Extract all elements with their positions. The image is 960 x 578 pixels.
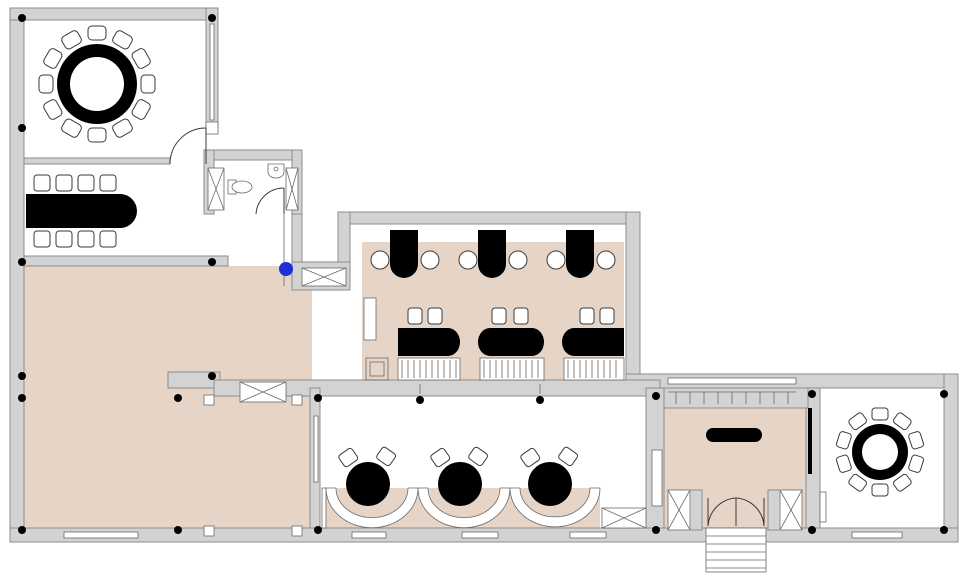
- bench: [479, 357, 545, 381]
- round-table-hall: [321, 446, 601, 529]
- dining-table: [398, 307, 460, 356]
- cabinet: [365, 357, 389, 381]
- lazy-susan: [70, 57, 124, 111]
- window-icon: [461, 531, 499, 539]
- round-dining-room-large: [38, 25, 156, 143]
- column-icon: [808, 526, 816, 534]
- window-icon: [63, 531, 139, 539]
- meeting-room: [26, 174, 137, 248]
- wall-booth-top: [337, 211, 641, 225]
- column-icon: [314, 526, 322, 534]
- column-icon: [940, 390, 948, 398]
- entrance-steps: [705, 527, 767, 573]
- lazy-susan: [862, 434, 898, 470]
- column-icon: [652, 526, 660, 534]
- wall-room1-bottom: [23, 157, 171, 165]
- bench: [563, 357, 625, 381]
- wall-meeting-bottom: [23, 255, 229, 267]
- booth-table: [458, 230, 528, 278]
- column-icon: [808, 390, 816, 398]
- round-table: [520, 446, 578, 506]
- window-icon: [569, 531, 607, 539]
- windows: [63, 23, 903, 539]
- column-cap: [203, 525, 215, 537]
- counter: [363, 297, 377, 341]
- column-cap: [203, 394, 215, 406]
- column-icon: [174, 394, 182, 402]
- window-icon: [209, 23, 215, 121]
- window-icon: [851, 531, 903, 539]
- door-panel: [819, 491, 827, 523]
- column-icon: [416, 396, 424, 404]
- column-icon: [208, 258, 216, 266]
- chairs: [835, 407, 925, 497]
- marker-dot-icon: [279, 262, 293, 276]
- booth-dining-area: [362, 228, 625, 394]
- dining-table: [478, 307, 544, 356]
- column-icon: [18, 526, 26, 534]
- door-swing-icon: [255, 187, 285, 215]
- column-icon: [18, 394, 26, 402]
- window-icon: [313, 415, 319, 483]
- column-icon: [652, 392, 660, 400]
- round-table: [430, 446, 488, 506]
- entrance-lobby: [651, 391, 796, 573]
- door-jamb: [689, 489, 703, 531]
- column-icon: [18, 14, 26, 22]
- fixtures: [203, 121, 803, 537]
- banquette: [321, 487, 601, 529]
- wall-restroom-top: [203, 149, 303, 161]
- chairs: [33, 174, 117, 248]
- round-table: [338, 446, 396, 506]
- chairs: [38, 25, 156, 143]
- column-icon: [174, 526, 182, 534]
- booth-table: [546, 230, 616, 278]
- column-cap: [205, 121, 219, 135]
- window-icon: [667, 377, 797, 385]
- column-icon: [18, 124, 26, 132]
- sink-icon: [267, 163, 285, 179]
- wall-top-left: [9, 7, 219, 21]
- bench: [397, 357, 461, 381]
- column-icon: [536, 396, 544, 404]
- reception-desk: [706, 428, 762, 442]
- round-dining-room-small: [835, 407, 925, 497]
- column-icon: [18, 372, 26, 380]
- column-cap: [291, 394, 303, 406]
- column-cap: [291, 525, 303, 537]
- column-icon: [314, 394, 322, 402]
- wall-left: [9, 7, 25, 543]
- column-icon: [208, 372, 216, 380]
- door-panel: [808, 408, 812, 474]
- column-icon: [940, 526, 948, 534]
- column-icon: [208, 14, 216, 22]
- toilet-icon: [227, 179, 253, 195]
- door-jamb: [767, 489, 781, 531]
- booth-table: [370, 230, 440, 278]
- window-icon: [351, 531, 387, 539]
- wall-lobby-top: [663, 387, 809, 409]
- column-icon: [18, 258, 26, 266]
- dining-table: [562, 307, 624, 356]
- door-swing-icon: [169, 127, 207, 165]
- wall-wing-right: [943, 373, 959, 541]
- door-panel: [651, 449, 663, 507]
- wall-booth-right: [625, 211, 641, 389]
- door-swing-icon: [707, 497, 765, 527]
